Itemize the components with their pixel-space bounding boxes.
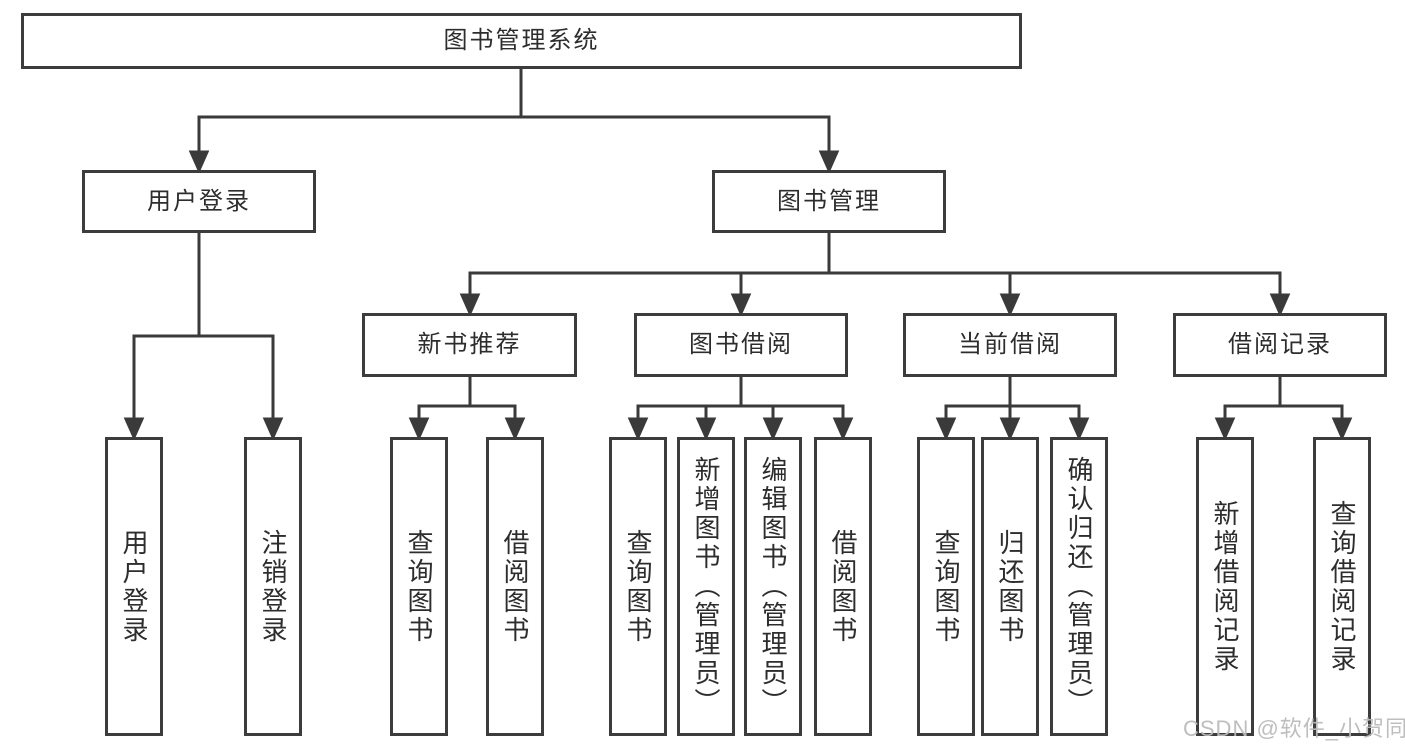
leaf-borrow-books-borrowing: 借阅图书 [814,437,872,736]
node-book-borrowing: 图书借阅 [634,313,848,377]
leaf-return-books: 归还图书 [981,437,1039,736]
node-book-management: 图书管理 [712,170,946,233]
leaf-logout: 注销登录 [244,437,302,736]
node-new-book-recommend: 新书推荐 [362,313,577,377]
leaf-confirm-return-admin: 确认归还（管理员） [1050,437,1108,736]
leaf-add-borrow-record: 新增借阅记录 [1196,437,1254,736]
connector-root-to-level2 [188,69,840,174]
connector-borrowing-children [627,377,854,441]
connector-newbook-children [408,377,526,441]
connector-bookmgmt-children [459,233,1291,317]
connector-records-children [1214,377,1353,441]
node-library-system: 图书管理系统 [21,13,1022,69]
leaf-borrow-books-recommend: 借阅图书 [486,437,544,736]
watermark: CSDN @软件_小贺同学 [1183,716,1405,741]
node-user-login: 用户登录 [82,170,316,233]
connector-userlogin-children [123,233,284,441]
leaf-add-book-admin: 新增图书（管理员） [677,437,735,736]
node-borrowing-records: 借阅记录 [1173,313,1387,377]
leaf-query-borrow-record: 查询借阅记录 [1313,437,1371,736]
leaf-query-books-current: 查询图书 [917,437,975,736]
leaf-user-login: 用户登录 [105,437,163,736]
leaf-query-books-borrowing: 查询图书 [609,437,667,736]
connector-currentborrow-children [935,377,1090,441]
leaf-query-books-recommend: 查询图书 [390,437,448,736]
node-current-borrowing: 当前借阅 [903,313,1117,377]
leaf-edit-book-admin: 编辑图书（管理员） [744,437,802,736]
